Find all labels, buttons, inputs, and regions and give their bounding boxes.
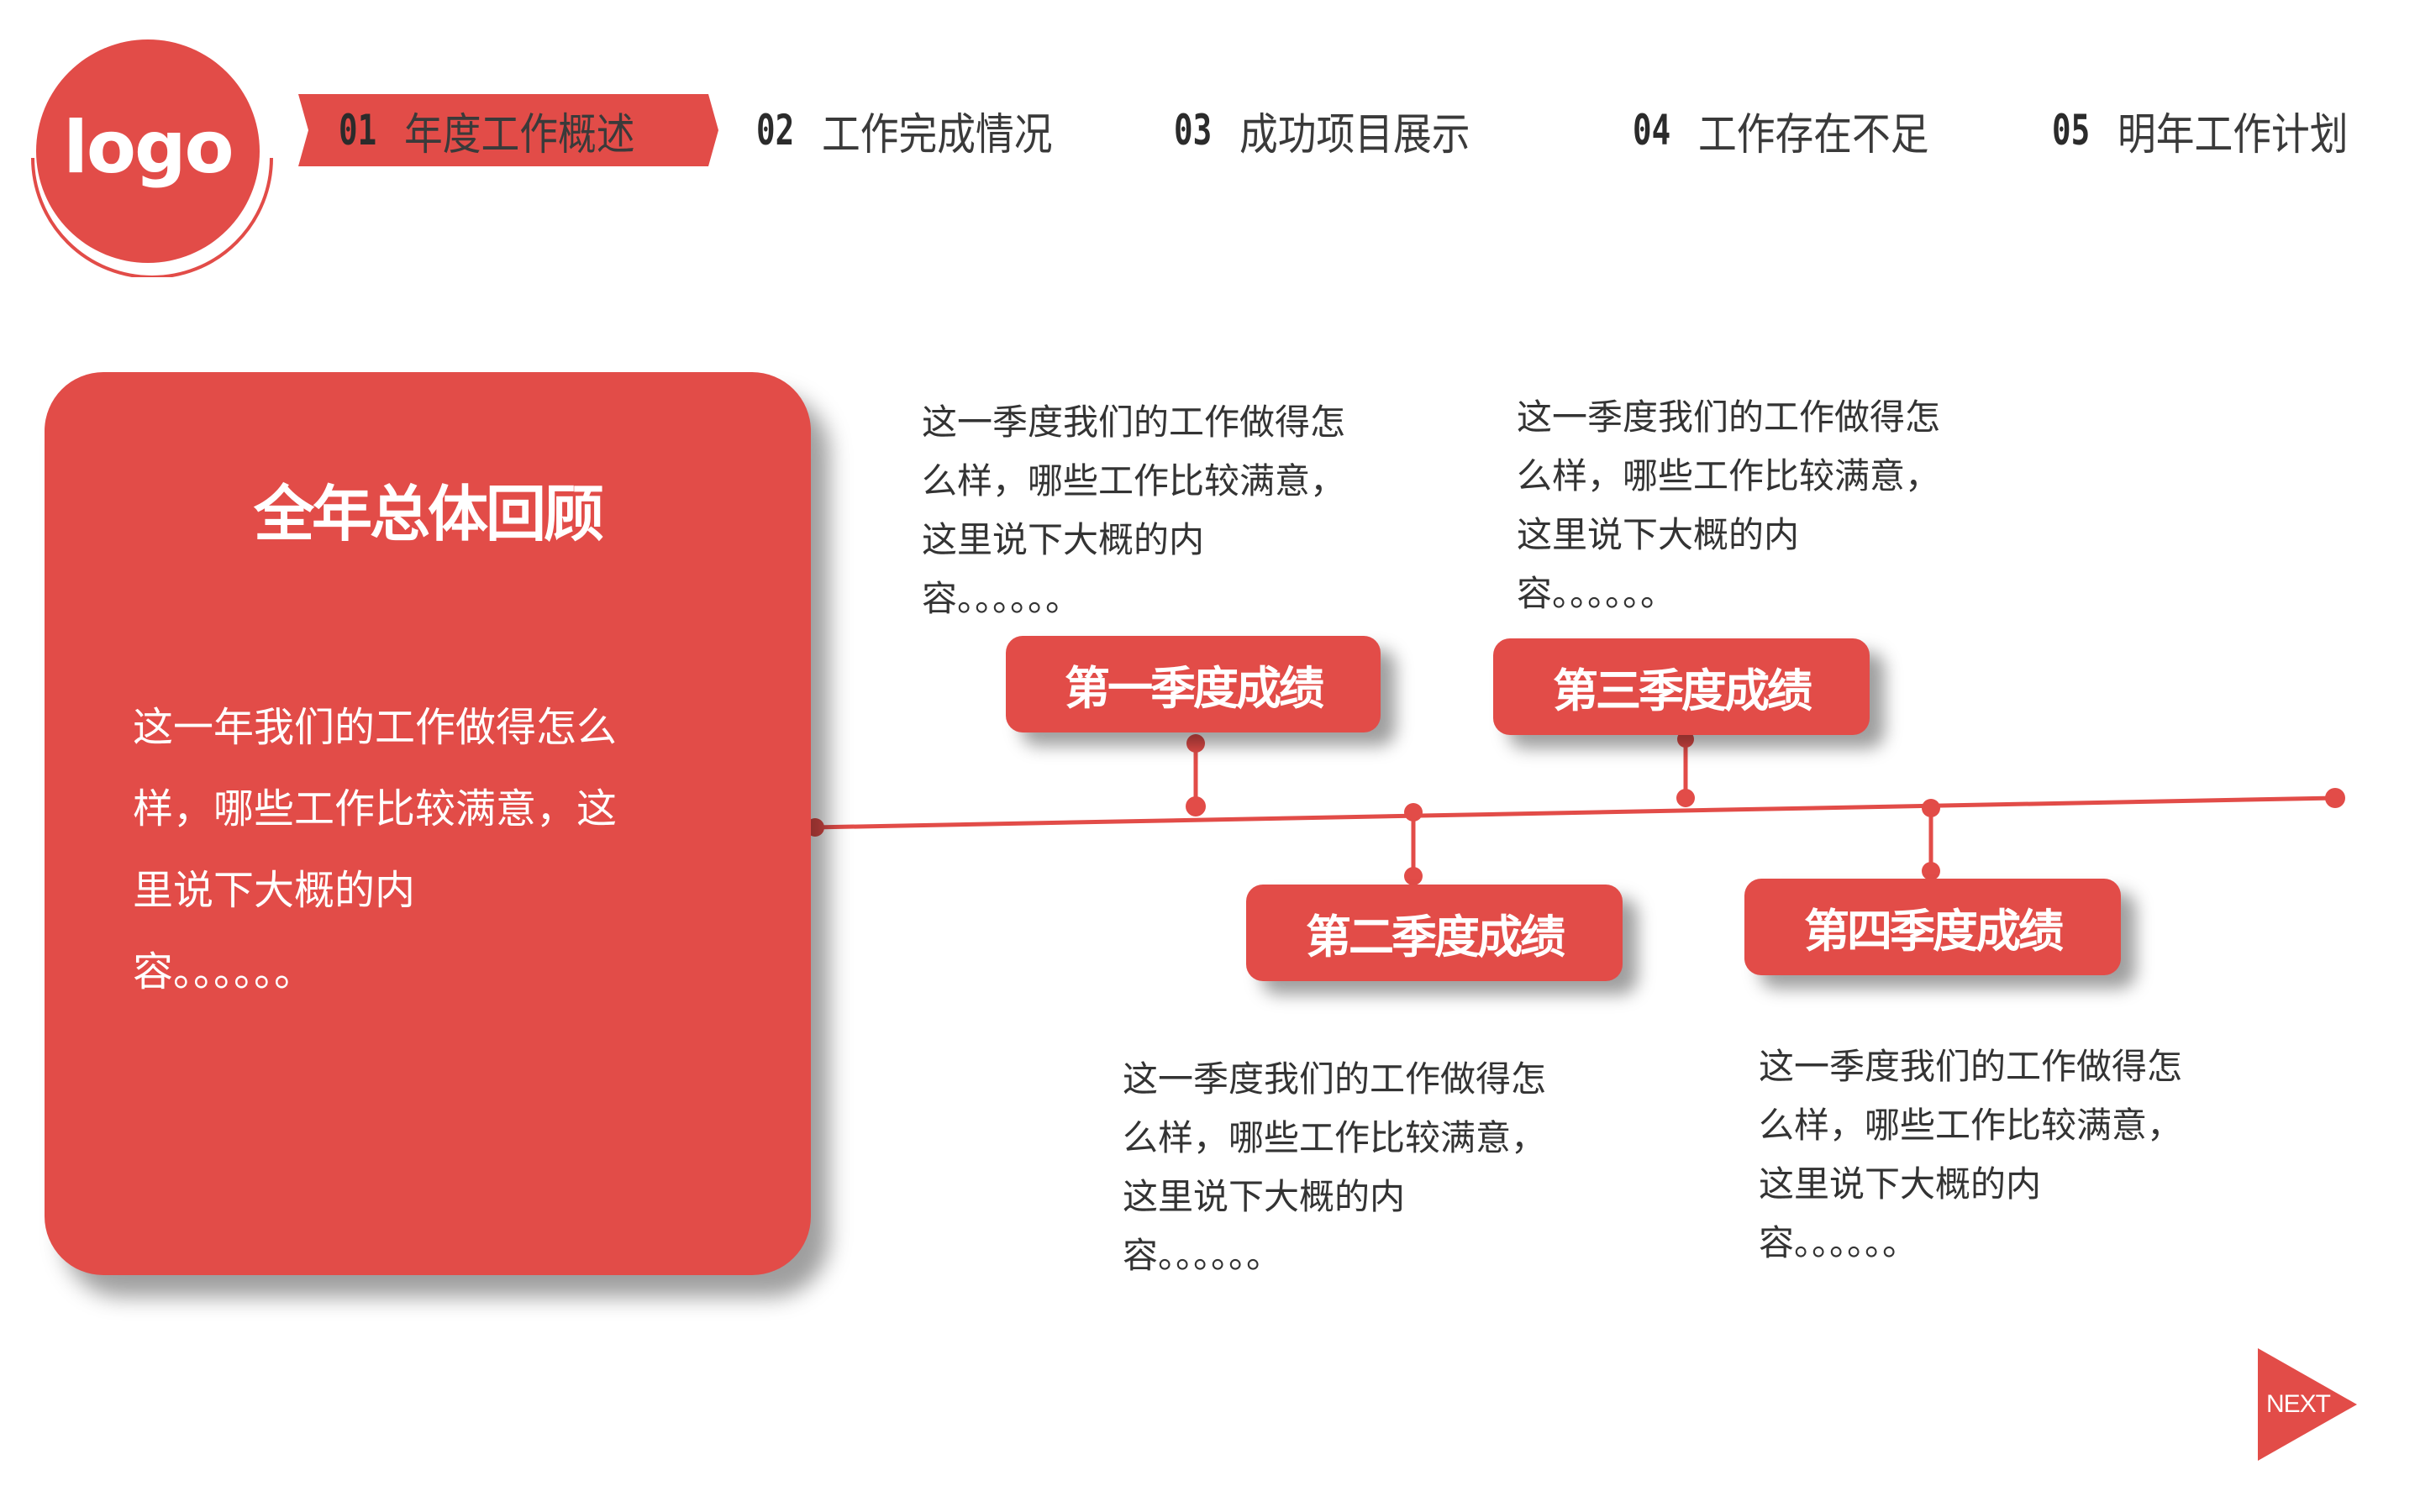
nav-num: 02 (756, 106, 795, 155)
logo[interactable]: logo (36, 39, 260, 263)
nav-tab-work-completion[interactable]: 02 工作完成情况 (756, 94, 1084, 166)
nav-num: 05 (2052, 106, 2091, 155)
q3-line: 容。。。。。。 (1517, 573, 1676, 614)
nav-label: 工作完成情况 (822, 109, 1053, 160)
q2-line: 容。。。。。。 (1123, 1235, 1282, 1276)
nav-tab-shortcomings[interactable]: 04 工作存在不足 (1633, 94, 1960, 166)
summary-body: 这一年我们的工作做得怎么 样，哪些工作比较满意，这 里说下大概的内 容。。。。。… (133, 687, 738, 1013)
q2-description: 这一季度我们的工作做得怎 么样，哪些工作比较满意， 这里说下大概的内 容。。。。… (1123, 1050, 1644, 1285)
q4-line: 这里说下大概的内 (1759, 1163, 2042, 1205)
q1-line: 么样，哪些工作比较满意， (922, 460, 1346, 501)
summary-line: 样，哪些工作比较满意，这 (133, 785, 618, 832)
q1-line: 这一季度我们的工作做得怎 (922, 402, 1346, 443)
nav-label: 明年工作计划 (2118, 109, 2349, 160)
q1-description: 这一季度我们的工作做得怎 么样，哪些工作比较满意， 这里说下大概的内 容。。。。… (922, 393, 1443, 628)
nav-tab-next-year-plan[interactable]: 05 明年工作计划 (2052, 94, 2380, 166)
q3-line: 这里说下大概的内 (1517, 514, 1800, 555)
summary-title: 全年总体回顾 (253, 479, 604, 549)
next-label: NEXT (2266, 1390, 2331, 1418)
q2-line: 这里说下大概的内 (1123, 1176, 1406, 1217)
q3-label[interactable]: 第三季度成绩 (1493, 638, 1870, 735)
q4-line: 这一季度我们的工作做得怎 (1759, 1046, 2183, 1087)
q2-line: 么样，哪些工作比较满意， (1123, 1117, 1547, 1158)
q3-line: 么样，哪些工作比较满意， (1517, 455, 1941, 496)
summary-line: 这一年我们的工作做得怎么 (133, 704, 618, 751)
q4-label[interactable]: 第四季度成绩 (1744, 879, 2121, 975)
q1-line: 这里说下大概的内 (922, 519, 1205, 560)
play-triangle-icon (2258, 1348, 2357, 1461)
nav-num: 01 (339, 106, 377, 155)
q2-label[interactable]: 第二季度成绩 (1246, 885, 1623, 981)
logo-ring-decoration (31, 157, 273, 277)
nav-tab-annual-overview[interactable]: 01 年度工作概述 (339, 94, 666, 166)
summary-line: 容。。。。。。 (133, 948, 315, 995)
q3-line: 这一季度我们的工作做得怎 (1517, 396, 1941, 438)
nav-tab-successful-projects[interactable]: 03 成功项目展示 (1174, 94, 1502, 166)
q4-line: 容。。。。。。 (1759, 1222, 1918, 1263)
q4-line: 么样，哪些工作比较满意， (1759, 1105, 2183, 1146)
annual-summary-card: 全年总体回顾 这一年我们的工作做得怎么 样，哪些工作比较满意，这 里说下大概的内… (45, 372, 811, 1275)
q3-description: 这一季度我们的工作做得怎 么样，哪些工作比较满意， 这里说下大概的内 容。。。。… (1517, 388, 2038, 623)
next-button[interactable]: NEXT (2258, 1348, 2359, 1461)
q4-description: 这一季度我们的工作做得怎 么样，哪些工作比较满意， 这里说下大概的内 容。。。。… (1759, 1037, 2280, 1273)
nav-active-ribbon (298, 94, 718, 166)
q2-line: 这一季度我们的工作做得怎 (1123, 1058, 1547, 1100)
nav-num: 03 (1174, 106, 1213, 155)
nav-num: 04 (1633, 106, 1671, 155)
q1-line: 容。。。。。。 (922, 578, 1081, 619)
nav-label: 年度工作概述 (404, 109, 635, 160)
summary-line: 里说下大概的内 (133, 867, 416, 914)
q1-label[interactable]: 第一季度成绩 (1006, 636, 1381, 732)
nav-label: 工作存在不足 (1698, 109, 1929, 160)
nav-label: 成功项目展示 (1239, 109, 1470, 160)
logo-text: logo (63, 106, 234, 190)
